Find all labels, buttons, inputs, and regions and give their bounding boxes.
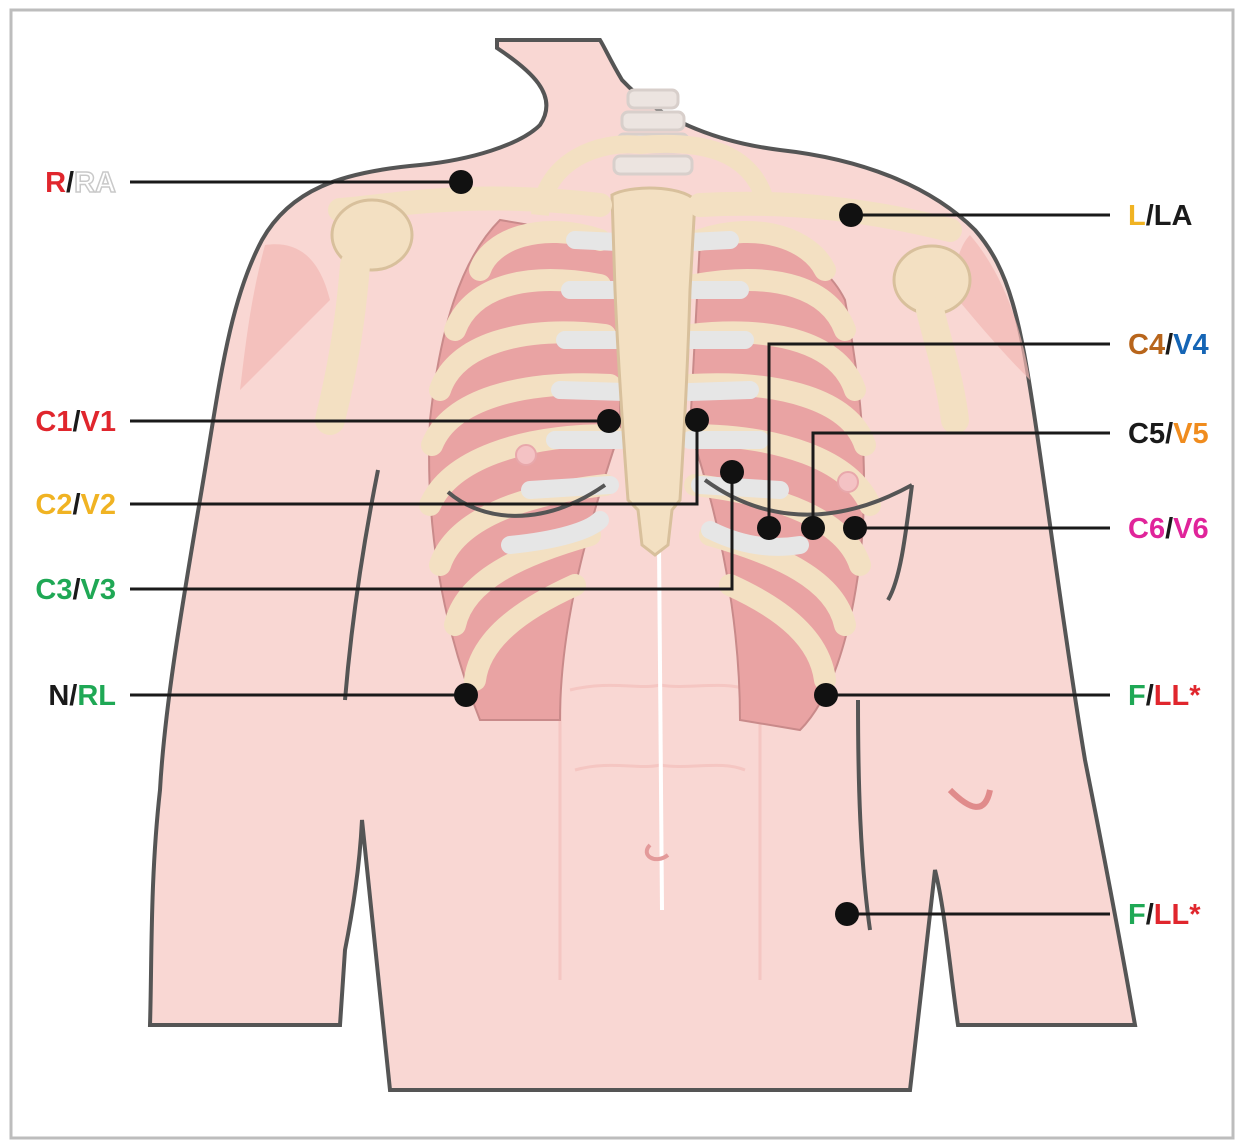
- electrode-dot-ra[interactable]: [449, 170, 473, 194]
- label-v1: C1/V1: [35, 406, 116, 438]
- label-la-aha: LA: [1154, 200, 1193, 232]
- label-ll1: F/LL*: [1128, 680, 1201, 712]
- electrode-dot-ll1[interactable]: [814, 683, 838, 707]
- label-v2-iec: C2: [35, 489, 72, 521]
- electrode-dot-v2[interactable]: [685, 408, 709, 432]
- label-rl-sep: /: [69, 680, 77, 712]
- label-ll2-iec: F: [1128, 899, 1146, 931]
- electrode-dot-v5[interactable]: [801, 516, 825, 540]
- label-v3-aha: V3: [81, 574, 116, 606]
- label-ra-sep: /: [66, 167, 74, 199]
- left-nipple: [838, 472, 858, 492]
- label-v4: C4/V4: [1128, 329, 1209, 361]
- label-v1-iec: C1: [35, 406, 72, 438]
- label-la-sep: /: [1146, 200, 1154, 232]
- label-ll2: F/LL*: [1128, 899, 1201, 931]
- label-ll1-sep: /: [1146, 680, 1154, 712]
- label-v1-aha: V1: [81, 406, 116, 438]
- electrode-dot-v6[interactable]: [843, 516, 867, 540]
- label-v2-aha: V2: [81, 489, 116, 521]
- label-v3: C3/V3: [35, 574, 116, 606]
- label-v6: C6/V6: [1128, 513, 1209, 545]
- label-v5-iec: C5: [1128, 418, 1165, 450]
- label-v4-iec: C4: [1128, 329, 1165, 361]
- label-v2-sep: /: [72, 489, 80, 521]
- right-nipple: [516, 445, 536, 465]
- label-v5-aha: V5: [1173, 418, 1208, 450]
- label-v6-iec: C6: [1128, 513, 1165, 545]
- label-v4-sep: /: [1165, 329, 1173, 361]
- label-rl-aha: RL: [77, 680, 116, 712]
- label-v6-sep: /: [1165, 513, 1173, 545]
- electrode-dot-v4[interactable]: [757, 516, 781, 540]
- electrode-dot-v3[interactable]: [720, 460, 744, 484]
- label-ra: R/RA: [45, 167, 116, 199]
- label-ra-iec: R: [45, 167, 66, 199]
- label-v3-iec: C3: [35, 574, 72, 606]
- label-v4-aha: V4: [1173, 329, 1208, 361]
- label-v1-sep: /: [72, 406, 80, 438]
- label-v3-sep: /: [72, 574, 80, 606]
- label-v6-aha: V6: [1173, 513, 1208, 545]
- label-v5-sep: /: [1165, 418, 1173, 450]
- label-rl: N/RL: [48, 680, 116, 712]
- label-la-iec: L: [1128, 200, 1146, 232]
- electrode-dot-v1[interactable]: [597, 409, 621, 433]
- label-ll2-sep: /: [1146, 899, 1154, 931]
- electrode-dot-la[interactable]: [839, 203, 863, 227]
- label-v2: C2/V2: [35, 489, 116, 521]
- label-ll1-iec: F: [1128, 680, 1146, 712]
- electrode-dot-ll2[interactable]: [835, 902, 859, 926]
- label-ra-aha: RA: [74, 167, 116, 199]
- label-la: L/LA: [1128, 200, 1192, 232]
- label-ll1-aha: LL*: [1154, 680, 1201, 712]
- electrode-dot-rl[interactable]: [454, 683, 478, 707]
- label-ll2-aha: LL*: [1154, 899, 1201, 931]
- label-rl-iec: N: [48, 680, 69, 712]
- label-v5: C5/V5: [1128, 418, 1209, 450]
